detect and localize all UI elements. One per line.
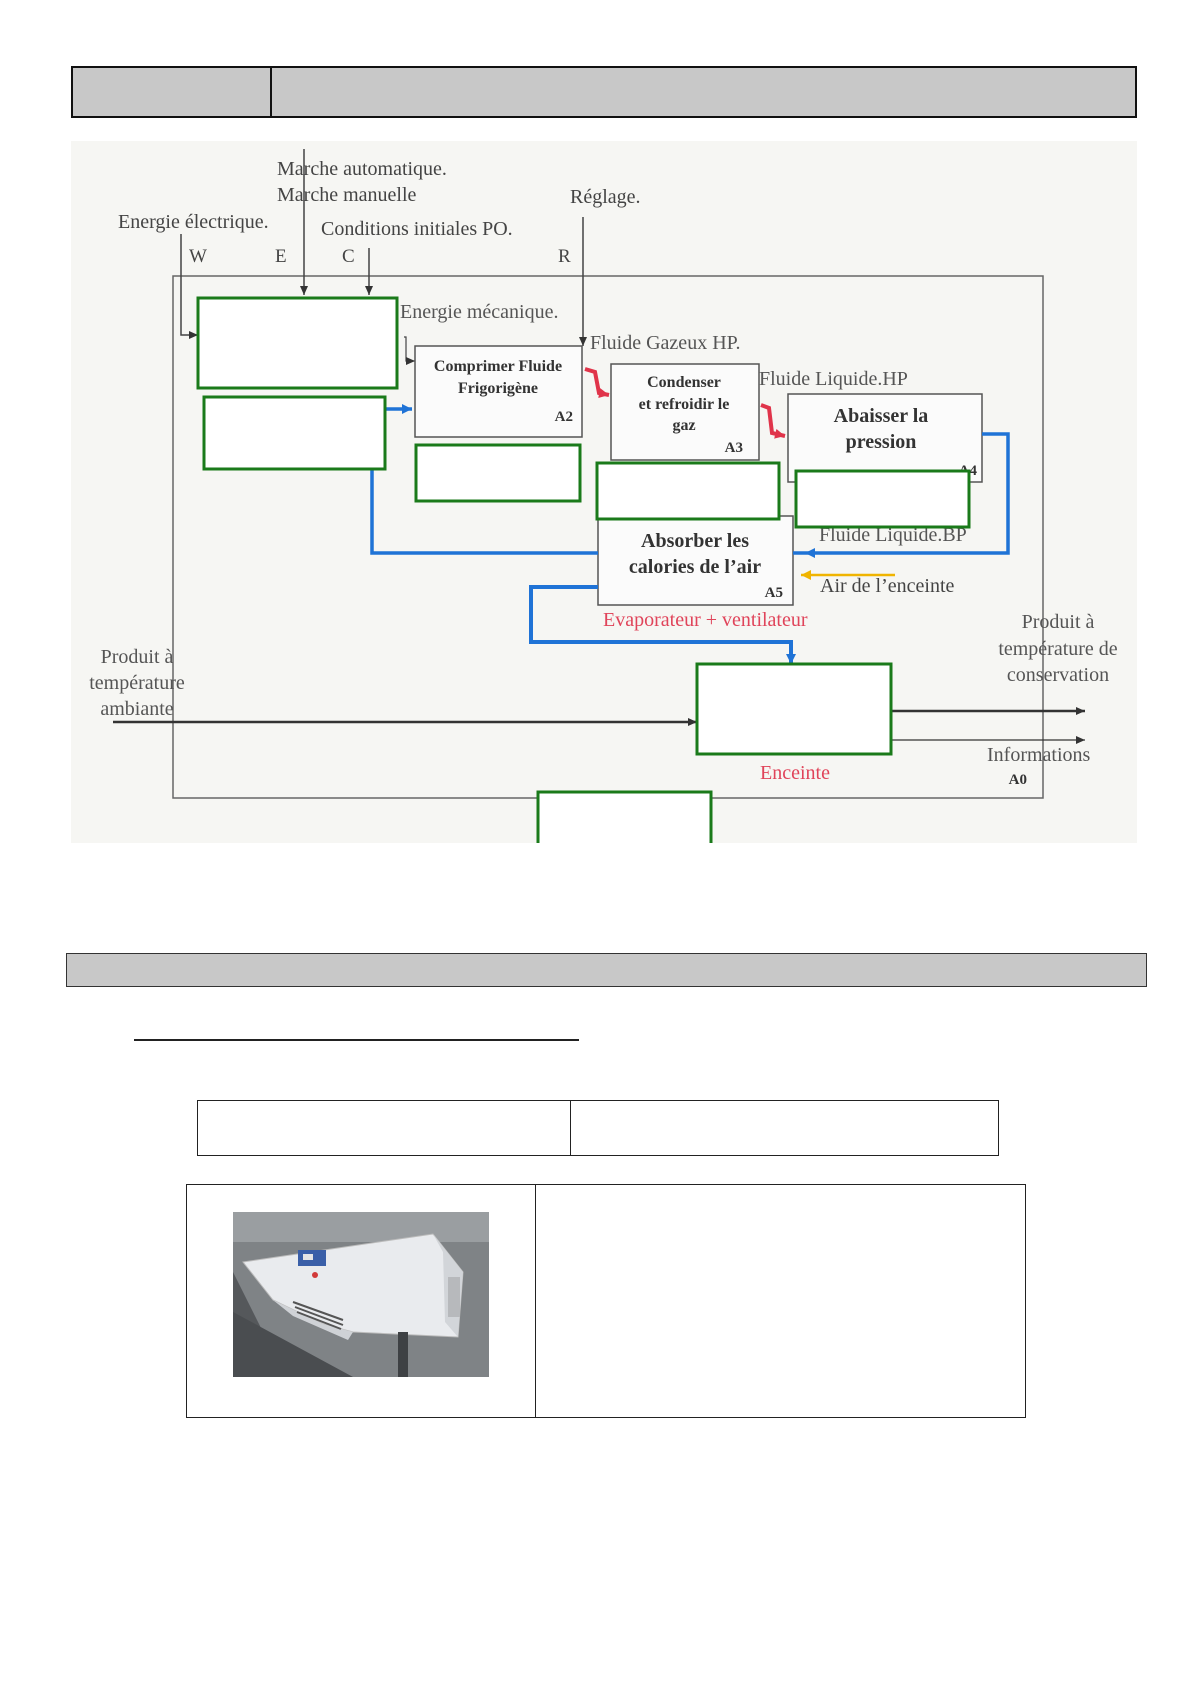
table-header-cell-left bbox=[198, 1101, 571, 1155]
meca-line bbox=[404, 337, 415, 361]
label-marche-auto: Marche automatique. bbox=[277, 158, 447, 180]
table-header-cell-right bbox=[571, 1101, 998, 1155]
header-cell-right bbox=[272, 68, 1135, 116]
a2-id: A2 bbox=[555, 409, 573, 425]
a3-line1: Condenser bbox=[647, 374, 721, 391]
functional-diagram: Marche automatique. Marche manuelle Ener… bbox=[71, 141, 1137, 843]
red-arrow-a2-a3 bbox=[585, 369, 609, 395]
label-a0: A0 bbox=[1009, 772, 1027, 788]
label-e: E bbox=[275, 246, 287, 267]
input-produit-l2: température bbox=[89, 672, 185, 694]
output-produit-l1: Produit à bbox=[1022, 611, 1095, 633]
table-body bbox=[186, 1184, 1026, 1418]
label-fluide-liquide-hp: Fluide Liquide.HP bbox=[759, 368, 908, 390]
a5-line1: Absorber les bbox=[641, 530, 749, 552]
table-header bbox=[197, 1100, 999, 1156]
table-body-cell-photo bbox=[187, 1185, 536, 1417]
answer-box-a1[interactable] bbox=[198, 298, 397, 388]
answer-box-a0[interactable] bbox=[538, 792, 711, 843]
label-reglage: Réglage. bbox=[570, 186, 641, 208]
label-evaporateur: Evaporateur + ventilateur bbox=[603, 609, 808, 631]
a3-line2: et refroidir le bbox=[639, 396, 730, 413]
a5-line2: calories de l’air bbox=[629, 556, 761, 578]
label-c: C bbox=[342, 246, 355, 267]
a5-id: A5 bbox=[765, 585, 783, 601]
section-bar bbox=[66, 953, 1147, 987]
a4-line2: pression bbox=[846, 431, 917, 453]
label-energie-mecanique: Energie mécanique. bbox=[400, 301, 558, 323]
label-marche-manuelle: Marche manuelle bbox=[277, 184, 416, 206]
label-w: W bbox=[189, 246, 207, 267]
input-produit-l3: ambiante bbox=[100, 698, 173, 720]
underline-title bbox=[134, 1039, 579, 1041]
output-produit-l3: conservation bbox=[1007, 664, 1109, 686]
header-cell-left bbox=[73, 68, 272, 116]
label-conditions: Conditions initiales PO. bbox=[321, 218, 513, 240]
answer-box-a4[interactable] bbox=[796, 471, 969, 527]
input-produit-l1: Produit à bbox=[101, 646, 174, 668]
answer-box-a2[interactable] bbox=[416, 445, 580, 501]
answer-box-a3[interactable] bbox=[597, 463, 779, 519]
output-produit-l2: température de bbox=[998, 638, 1117, 660]
table-body-cell-text bbox=[536, 1185, 1025, 1417]
header-table bbox=[71, 66, 1137, 118]
label-air-enceinte: Air de l’enceinte bbox=[820, 575, 954, 597]
answer-box-enceinte[interactable] bbox=[697, 664, 891, 754]
label-enceinte: Enceinte bbox=[760, 762, 830, 784]
a4-line1: Abaisser la bbox=[834, 405, 929, 427]
a2-line1: Comprimer Fluide bbox=[434, 358, 562, 375]
label-informations: Informations bbox=[987, 744, 1091, 766]
answer-box-a1-part[interactable] bbox=[204, 397, 385, 469]
label-fluide-gazeux: Fluide Gazeux HP. bbox=[590, 332, 741, 354]
a3-line3: gaz bbox=[672, 417, 695, 434]
label-energie: Energie électrique. bbox=[118, 211, 269, 233]
a2-line2: Frigorigène bbox=[458, 380, 538, 397]
a3-id: A3 bbox=[725, 440, 743, 456]
label-r: R bbox=[558, 246, 571, 267]
red-arrow-a3-a4 bbox=[761, 405, 785, 436]
evaporator-photo bbox=[233, 1212, 489, 1377]
